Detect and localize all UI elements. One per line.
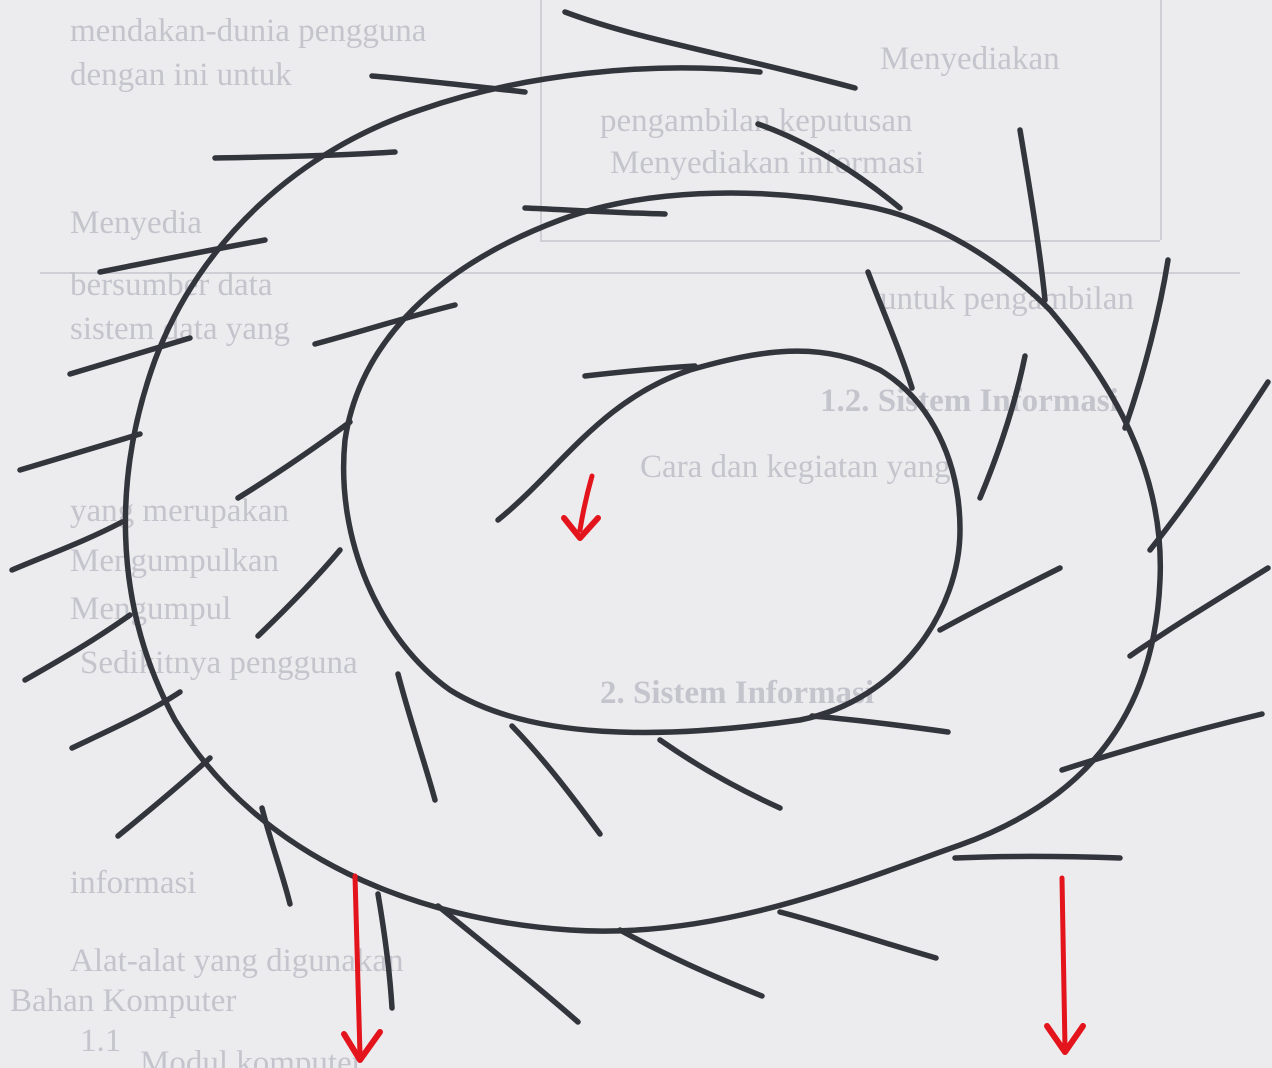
barb <box>262 808 290 904</box>
barb <box>20 434 140 470</box>
barb <box>70 338 190 374</box>
barb <box>215 152 395 158</box>
barb <box>780 912 936 958</box>
barb <box>512 726 600 834</box>
barb <box>565 12 855 88</box>
barb <box>868 272 912 388</box>
barb <box>1125 260 1168 428</box>
barb <box>660 740 780 808</box>
barb <box>100 240 265 272</box>
barb <box>812 716 948 732</box>
barb <box>258 550 340 636</box>
barb <box>955 857 1120 859</box>
barb <box>72 692 180 748</box>
barb <box>980 356 1025 498</box>
barb <box>378 894 392 1008</box>
barb <box>525 208 665 214</box>
barb <box>1150 382 1268 550</box>
barb <box>12 522 122 570</box>
barb <box>1130 568 1268 656</box>
barb <box>620 930 762 996</box>
barb <box>398 674 435 800</box>
barb <box>238 422 350 498</box>
flow-arrows <box>344 476 1083 1060</box>
barb <box>1020 130 1045 300</box>
barb <box>1062 714 1262 770</box>
barb <box>118 758 210 836</box>
bottom-right-arrow <box>1047 878 1083 1052</box>
barb <box>372 76 525 92</box>
center-arrow <box>564 476 598 538</box>
spiral-outer-whorl <box>125 68 1160 931</box>
barb <box>940 568 1060 630</box>
bottom-left-arrow <box>344 876 380 1060</box>
barb <box>25 615 130 680</box>
spiral-barbs <box>12 12 1268 1022</box>
